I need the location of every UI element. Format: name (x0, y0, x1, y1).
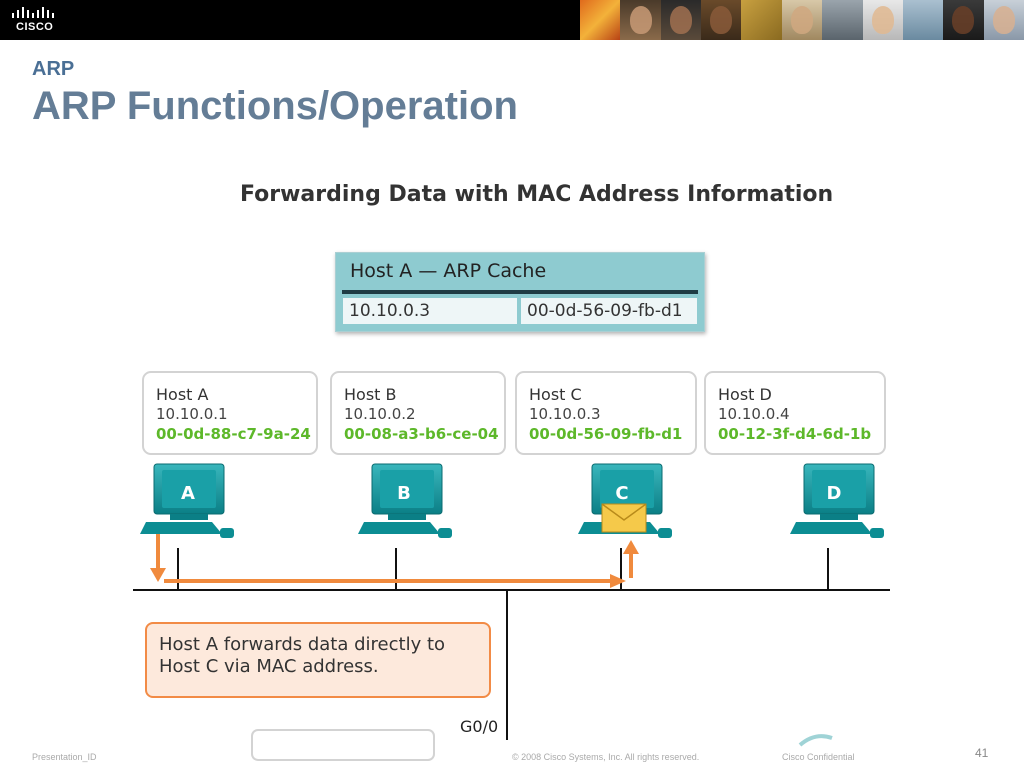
host-card-a: Host A 10.10.0.1 00-0d-88-c7-9a-24 (142, 371, 318, 455)
header-photo-strip (580, 0, 1024, 40)
arp-cache-ip: 10.10.0.3 (343, 298, 517, 324)
host-ip: 10.10.0.2 (344, 405, 416, 423)
header-photo (943, 0, 984, 40)
cisco-logo-text: CISCO (16, 21, 54, 33)
footer-copyright: © 2008 Cisco Systems, Inc. All rights re… (512, 752, 700, 762)
header-photo (862, 0, 903, 40)
slide-title: ARP Functions/Operation (32, 84, 518, 128)
host-ip: 10.10.0.4 (718, 405, 790, 423)
header-photo (902, 0, 944, 40)
computer-c-icon (578, 463, 672, 538)
computer-label-a: A (181, 483, 195, 504)
host-name: Host A (156, 385, 209, 404)
cisco-logo: CISCO (10, 5, 70, 35)
header-photo (620, 0, 661, 40)
host-mac: 00-08-a3-b6-ce-04 (344, 425, 499, 443)
host-card-d: Host D 10.10.0.4 00-12-3f-d4-6d-1b (704, 371, 886, 455)
host-ip: 10.10.0.3 (529, 405, 601, 423)
arrow-up-c-head (623, 540, 639, 554)
header-bar: CISCO (0, 0, 1024, 40)
arp-cache-mac: 00-0d-56-09-fb-d1 (521, 298, 697, 324)
host-name: Host C (529, 385, 582, 404)
arrow-down-a-head (150, 568, 166, 582)
header-photo (983, 0, 1024, 40)
envelope-icon (601, 503, 647, 533)
header-photo (741, 0, 782, 40)
computer-label-b: B (397, 483, 411, 504)
host-mac: 00-0d-88-c7-9a-24 (156, 425, 311, 443)
description-box: Host A forwards data directly to Host C … (145, 622, 491, 698)
host-ip: 10.10.0.1 (156, 405, 228, 423)
computer-label-c: C (615, 483, 628, 504)
footer-presentation-id: Presentation_ID (32, 752, 97, 762)
page-number: 41 (975, 746, 989, 760)
arp-cache-table: Host A — ARP Cache 10.10.0.3 00-0d-56-09… (335, 252, 705, 332)
host-card-c: Host C 10.10.0.3 00-0d-56-09-fb-d1 (515, 371, 697, 455)
header-photo (781, 0, 823, 40)
host-card-b: Host B 10.10.0.2 00-08-a3-b6-ce-04 (330, 371, 506, 455)
computer-a-icon (140, 463, 234, 538)
lower-box-edge (251, 729, 435, 761)
arrow-along-bus-head (610, 574, 626, 588)
router-sliver (798, 734, 833, 747)
footer-confidential: Cisco Confidential (782, 752, 855, 762)
interface-label: G0/0 (460, 717, 499, 736)
header-photo (701, 0, 742, 40)
header-photo (660, 0, 702, 40)
arp-cache-title: Host A — ARP Cache (350, 260, 547, 282)
cisco-bars-icon (12, 7, 54, 18)
host-name: Host D (718, 385, 772, 404)
computer-d-icon (790, 463, 884, 538)
computer-label-d: D (827, 483, 842, 504)
header-photo (580, 0, 621, 40)
host-mac: 00-0d-56-09-fb-d1 (529, 425, 683, 443)
computer-b-icon (358, 463, 452, 538)
host-mac: 00-12-3f-d4-6d-1b (718, 425, 872, 443)
section-label: ARP (32, 58, 75, 80)
arp-cache-divider (342, 290, 698, 294)
host-name: Host B (344, 385, 397, 404)
diagram-title: Forwarding Data with MAC Address Informa… (240, 182, 834, 207)
header-photo (822, 0, 863, 40)
